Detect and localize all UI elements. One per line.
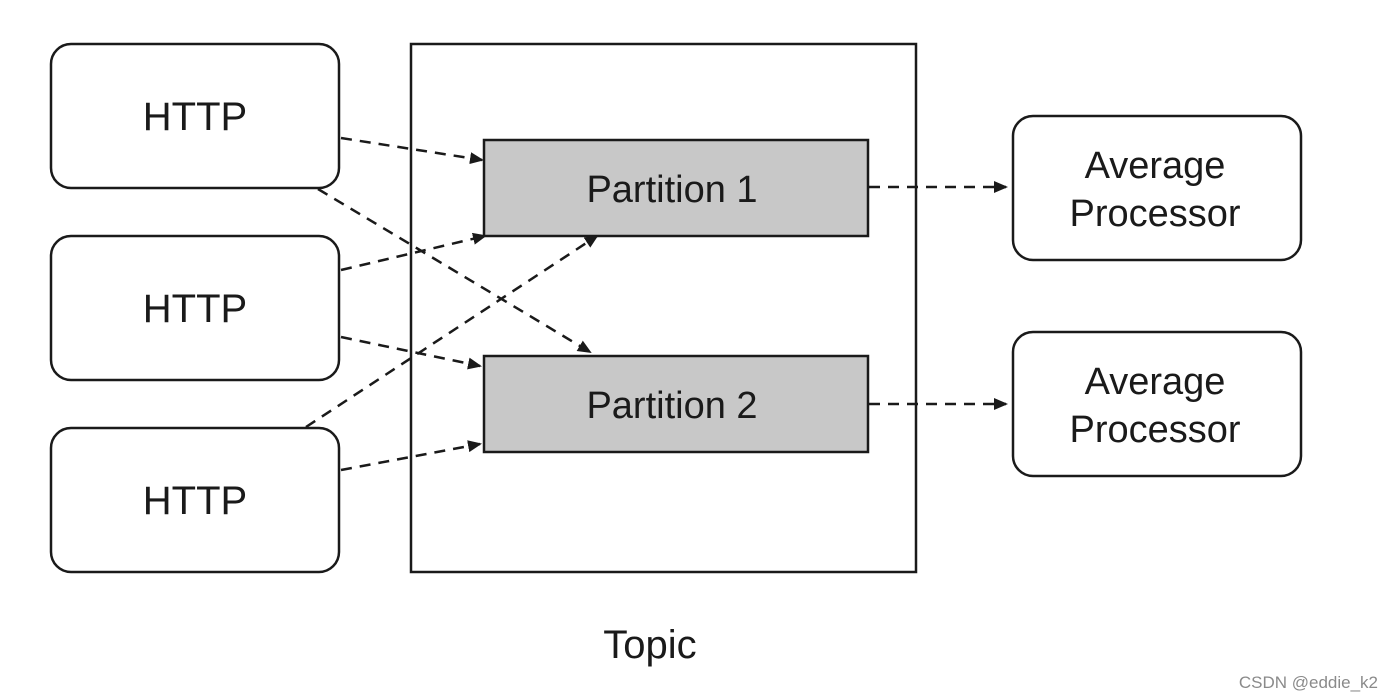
edge-source-3-to-partition-2	[340, 440, 482, 472]
edge-source-1-to-partition-2	[317, 187, 592, 354]
source-http-1-label: HTTP	[143, 95, 247, 139]
source-http-2: HTTP	[49, 234, 341, 382]
processor-1-line2: Processor	[1069, 193, 1240, 235]
watermark: CSDN @eddie_k2	[1238, 673, 1378, 692]
topic-label: Topic	[603, 623, 696, 667]
source-http-3-label: HTTP	[143, 479, 247, 523]
partition-1: Partition 1	[482, 138, 870, 238]
edge-source-2-to-partition-2	[340, 335, 482, 370]
processor-2-line2: Processor	[1069, 409, 1240, 451]
edge-source-3-to-partition-1	[305, 234, 599, 429]
source-http-3: HTTP	[49, 426, 341, 574]
topic-container	[409, 42, 918, 574]
partition-1-label: Partition 1	[586, 169, 757, 211]
source-http-1: HTTP	[49, 42, 341, 190]
processor-1-line1: Average	[1085, 145, 1226, 187]
processor-1: Average Processor	[1011, 114, 1303, 262]
processor-2-line1: Average	[1085, 361, 1226, 403]
edge-source-1-to-partition-1	[340, 136, 484, 165]
partition-2: Partition 2	[482, 354, 870, 454]
partition-2-label: Partition 2	[586, 385, 757, 427]
source-http-2-label: HTTP	[143, 287, 247, 331]
processor-2: Average Processor	[1011, 330, 1303, 478]
edge-source-2-to-partition-1	[340, 232, 487, 272]
